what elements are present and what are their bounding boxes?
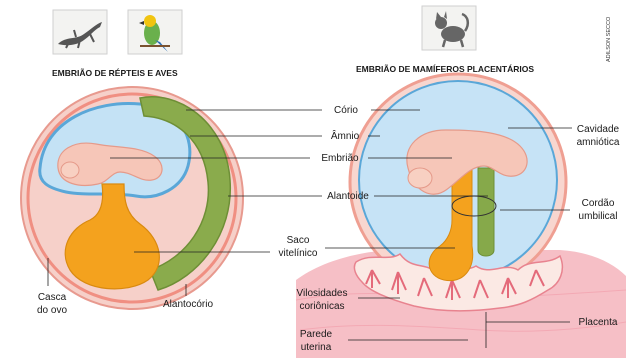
label-amnio: Âmnio	[331, 129, 360, 142]
reptile-icon	[53, 10, 107, 54]
label-cordao-2: umbilical	[579, 211, 618, 222]
label-embriao: Embrião	[321, 153, 359, 164]
image-credit: ADILSON SECCO	[606, 16, 612, 62]
label-corio: Cório	[334, 105, 358, 116]
label-casca-2: do ovo	[37, 305, 67, 316]
label-parede-2: uterina	[301, 342, 332, 353]
label-placenta: Placenta	[579, 317, 618, 328]
mammal-icon	[422, 6, 476, 50]
label-parede-1: Parede	[300, 329, 333, 340]
label-alantoide: Alantoide	[327, 191, 369, 202]
label-vilosidades-1: Vilosidades	[297, 288, 348, 299]
bird-icon	[128, 10, 182, 54]
mammal-diagram	[296, 74, 626, 358]
heading-reptiles-birds: EMBRIÃO DE RÉPTEIS E AVES	[52, 68, 178, 78]
label-cavidade-1: Cavidade	[577, 124, 620, 135]
label-alantocorio: Alantocório	[163, 299, 213, 310]
label-saco-vitelinico-1: Saco	[287, 235, 310, 246]
label-saco-vitelinico-2: vitelínico	[279, 248, 318, 259]
egg-diagram	[21, 87, 243, 309]
label-cavidade-2: amniótica	[577, 137, 620, 148]
label-cordao-1: Cordão	[582, 198, 615, 209]
label-casca-1: Casca	[38, 292, 67, 303]
heading-placental-mammals: EMBRIÃO DE MAMÍFEROS PLACENTÁRIOS	[356, 64, 534, 74]
label-vilosidades-2: coriônicas	[299, 301, 344, 312]
